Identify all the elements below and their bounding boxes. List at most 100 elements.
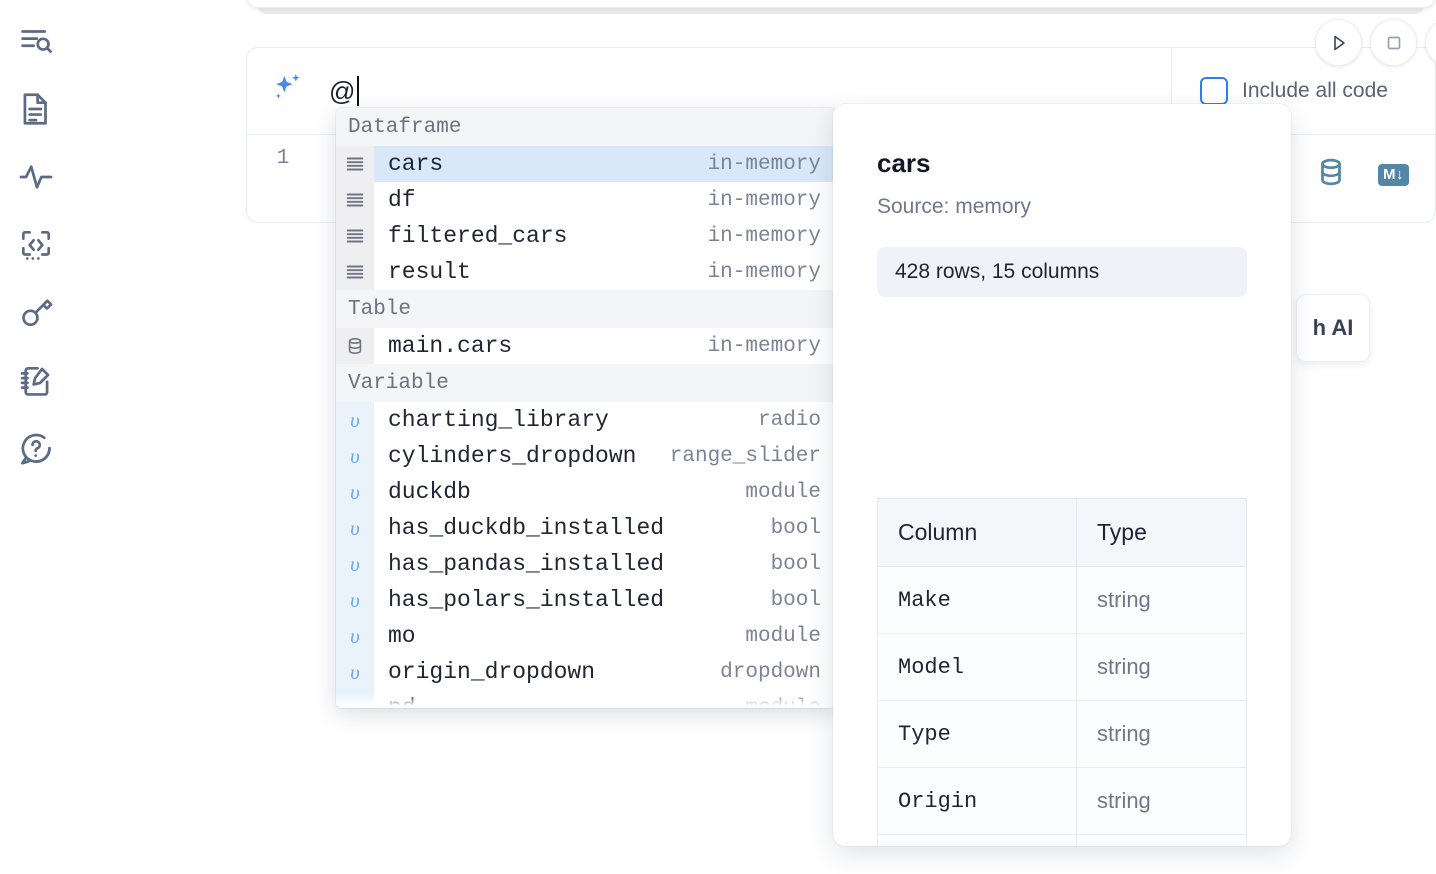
table-database-icon <box>336 328 374 364</box>
autocomplete-item-meta: module <box>745 480 821 504</box>
autocomplete-item-meta: bool <box>770 588 821 612</box>
autocomplete-group-header: Table <box>336 290 835 328</box>
schema-column-type: string <box>1076 767 1247 835</box>
schema-column-name: Model <box>877 633 1077 701</box>
snippets-code-icon[interactable] <box>13 222 59 268</box>
activity-icon[interactable] <box>13 154 59 200</box>
autocomplete-item-name: pd <box>388 695 416 708</box>
markdown-badge[interactable]: M↓ <box>1378 163 1409 186</box>
autocomplete-item-name: main.cars <box>388 333 513 359</box>
autocomplete-item-body: mo module <box>374 618 835 654</box>
autocomplete-group-header: Variable <box>336 364 835 402</box>
autocomplete-item-meta: range_slider <box>669 444 821 468</box>
stop-cell-button[interactable] <box>1370 19 1417 66</box>
code-cell-icons: M↓ <box>1314 155 1409 194</box>
schema-row: DriveTrainstring <box>877 834 1247 846</box>
schema-column-name: Type <box>877 700 1077 768</box>
autocomplete-item-name: has_duckdb_installed <box>388 515 665 541</box>
secrets-key-icon[interactable] <box>13 290 59 336</box>
include-all-code-checkbox[interactable] <box>1200 77 1228 105</box>
help-chat-icon[interactable] <box>13 426 59 472</box>
line-number: 1 <box>276 147 290 170</box>
cell-run-controls <box>1315 19 1436 66</box>
ai-prompt-text: @ <box>329 76 359 107</box>
autocomplete-item-name: charting_library <box>388 407 609 433</box>
scratchpad-edit-icon[interactable] <box>13 358 59 404</box>
generate-with-ai-chip[interactable]: h AI <box>1296 294 1370 362</box>
dataframe-icon <box>336 146 374 182</box>
database-icon[interactable] <box>1314 155 1348 194</box>
dataframe-icon <box>336 218 374 254</box>
ai-sparkle-icon <box>269 69 309 114</box>
autocomplete-group-header: Dataframe <box>336 108 835 146</box>
autocomplete-item-body: main.cars in-memory <box>374 328 835 364</box>
autocomplete-item-meta: in-memory <box>707 260 821 284</box>
autocomplete-item[interactable]: result in-memory <box>336 254 835 290</box>
autocomplete-item-name: cars <box>388 151 444 177</box>
dataframe-icon <box>336 254 374 290</box>
autocomplete-item-name: df <box>388 187 416 213</box>
autocomplete-item-name: mo <box>388 623 416 649</box>
variable-icon: υ <box>336 474 374 510</box>
more-cell-button[interactable] <box>1425 19 1436 66</box>
autocomplete-item-body: has_pandas_installed bool <box>374 546 835 582</box>
variable-icon: υ <box>336 618 374 654</box>
schema-column-name: Make <box>877 566 1077 634</box>
schema-column-name: DriveTrain <box>877 834 1077 846</box>
previous-cell-shadow <box>258 6 1424 14</box>
autocomplete-item-meta: in-memory <box>707 224 821 248</box>
dataset-source: Source: memory <box>877 195 1032 218</box>
autocomplete-item-meta: in-memory <box>707 334 821 358</box>
variable-icon: υ <box>336 438 374 474</box>
previous-cell-partial <box>246 0 1436 8</box>
outline-search-icon[interactable] <box>13 18 59 64</box>
schema-column-name: Origin <box>877 767 1077 835</box>
autocomplete-item-meta: radio <box>757 408 821 432</box>
ai-prompt-input-area[interactable]: @ <box>247 48 1172 134</box>
autocomplete-item-meta: bool <box>770 552 821 576</box>
ai-prompt-value: @ <box>329 75 356 106</box>
autocomplete-item-name: result <box>388 259 471 285</box>
variable-icon: υ <box>336 510 374 546</box>
schema-column-type: string <box>1076 633 1247 701</box>
variable-icon: υ <box>336 690 374 708</box>
autocomplete-item-meta: module <box>745 624 821 648</box>
autocomplete-item[interactable]: main.cars in-memory <box>336 328 835 364</box>
schema-type-header: Type <box>1076 498 1247 567</box>
autocomplete-item-body: charting_library radio <box>374 402 835 438</box>
text-caret <box>356 76 359 106</box>
dataframe-icon <box>336 182 374 218</box>
autocomplete-item[interactable]: cars in-memory <box>336 146 835 182</box>
autocomplete-item-name: has_pandas_installed <box>388 551 665 577</box>
variable-icon: υ <box>336 654 374 690</box>
autocomplete-item-name: has_polars_installed <box>388 587 665 613</box>
file-explorer-icon[interactable] <box>13 86 59 132</box>
dataset-detail-panel: cars Source: memory 428 rows, 15 columns… <box>833 104 1291 846</box>
autocomplete-item-meta: in-memory <box>707 152 821 176</box>
autocomplete-item-body: result in-memory <box>374 254 835 290</box>
run-cell-button[interactable] <box>1315 19 1362 66</box>
